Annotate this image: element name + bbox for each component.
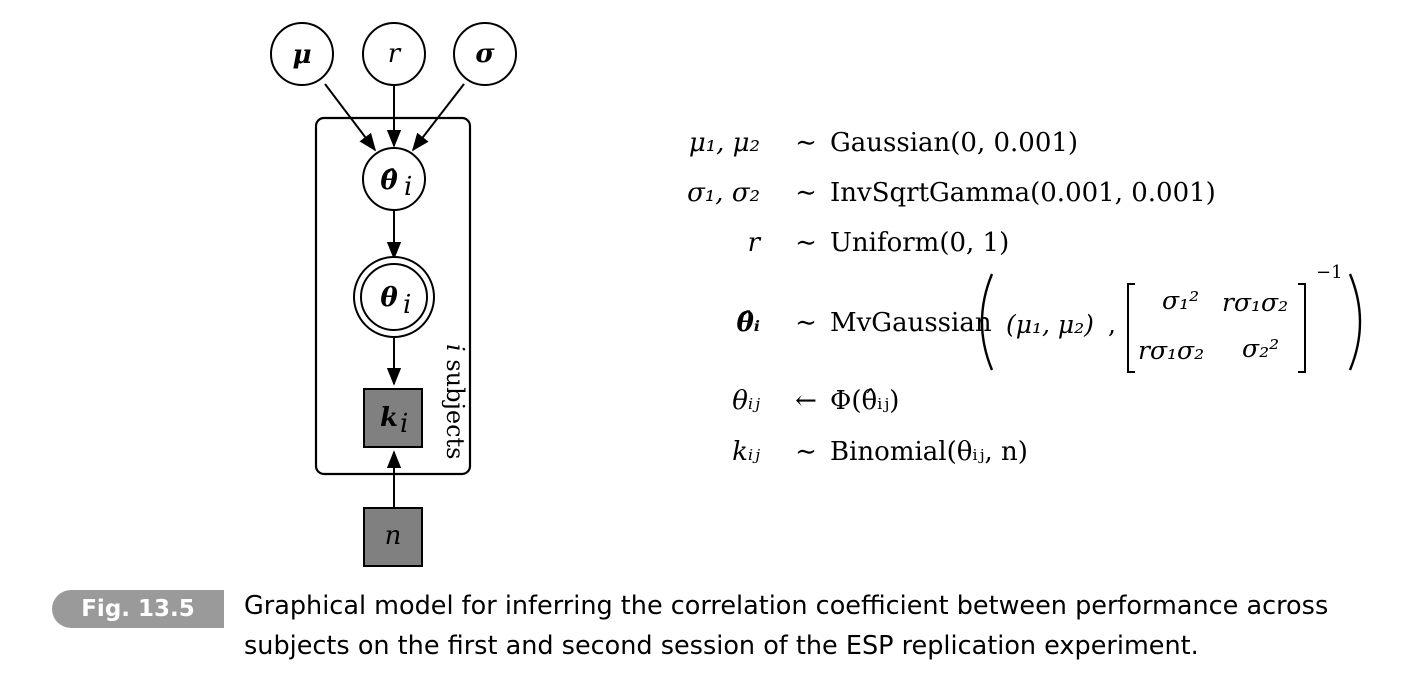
svg-text:i: i	[404, 172, 412, 202]
equation-theta-lhs: θᵢⱼ	[732, 386, 760, 416]
equation-k-lhs: kᵢⱼ	[732, 437, 760, 467]
node-r: r	[362, 22, 426, 86]
equation-sigma-rhs: InvSqrtGamma(0.001, 0.001)	[830, 178, 1216, 208]
equation-k: kᵢⱼ ∼ Binomial(θᵢⱼ, n)	[640, 437, 1400, 477]
equation-k-rhs: Binomial(θᵢⱼ, n)	[830, 437, 1028, 467]
equation-k-op: ∼	[795, 437, 817, 467]
node-k: k i	[363, 388, 423, 448]
equation-r-op: ∼	[795, 228, 817, 258]
svg-text:i: i	[400, 409, 408, 439]
equation-r-lhs: r	[747, 228, 760, 258]
edge-mu-thetahat	[324, 83, 377, 152]
equation-theta-rhs: Φ(θ̂ᵢⱼ)	[830, 386, 900, 416]
matrix-a12: rσ₁σ₂	[1222, 288, 1289, 317]
equation-mu-rhs: Gaussian(0, 0.001)	[830, 128, 1079, 158]
equation-theta-hat-op: ∼	[795, 308, 817, 338]
plate-label: i subjects	[441, 344, 469, 460]
node-sigma: σ	[453, 22, 517, 86]
equation-theta-hat-prefix: MvGaussian	[830, 308, 992, 338]
equation-mu-op: ∼	[795, 128, 817, 158]
equation-sigma-lhs: σ₁, σ₂	[687, 178, 760, 208]
equation-mu: μ₁, μ₂ ∼ Gaussian(0, 0.001)	[640, 128, 1400, 168]
figure-caption: Graphical model for inferring the correl…	[244, 591, 1329, 661]
svg-text:i: i	[403, 290, 411, 320]
graphical-model: i subjects μ r σ θ̂ i θ i k i n	[270, 22, 517, 567]
equation-sigma: σ₁, σ₂ ∼ InvSqrtGamma(0.001, 0.001)	[640, 178, 1400, 218]
equation-sigma-op: ∼	[795, 178, 817, 208]
plate-label-text: subjects	[441, 352, 469, 460]
node-mu: μ	[270, 22, 334, 86]
mvgaussian-args: (μ₁, μ₂) , σ₁² rσ₁σ₂ rσ₁σ₂ σ₂² −1	[830, 262, 1390, 382]
node-theta: θ i	[353, 256, 435, 338]
equation-theta-hat: θ̂ᵢ ∼ MvGaussian	[640, 308, 1400, 348]
equation-r: r ∼ Uniform(0, 1)	[640, 228, 1400, 268]
node-theta-hat: θ̂ i	[362, 147, 426, 211]
svg-text:μ: μ	[292, 40, 311, 70]
equation-theta: θᵢⱼ ← Φ(θ̂ᵢⱼ)	[640, 386, 1400, 426]
plate-label-var: i	[441, 344, 469, 352]
svg-text:k: k	[380, 403, 398, 433]
matrix-a22: σ₂²	[1242, 334, 1280, 363]
svg-text:n: n	[385, 521, 402, 551]
matrix-exponent: −1	[1316, 262, 1343, 283]
svg-text:θ̂: θ̂	[380, 166, 398, 196]
equation-theta-op: ←	[795, 386, 817, 416]
equation-theta-hat-lhs: θ̂ᵢ	[736, 308, 760, 338]
svg-text:i subjects: i subjects	[441, 344, 469, 460]
matrix-brackets	[980, 273, 1362, 373]
edge-sigma-thetahat	[411, 83, 465, 152]
mean-comma: ,	[1108, 310, 1116, 339]
matrix-a11: σ₁²	[1162, 286, 1200, 315]
svg-text:σ: σ	[475, 39, 495, 69]
equation-mu-lhs: μ₁, μ₂	[688, 128, 760, 158]
matrix-a21: rσ₁σ₂	[1138, 336, 1205, 365]
svg-text:θ: θ	[380, 283, 398, 313]
svg-text:r: r	[388, 39, 402, 69]
node-n: n	[363, 507, 423, 567]
equation-r-rhs: Uniform(0, 1)	[830, 228, 1010, 258]
mean-vector: (μ₁, μ₂)	[1006, 310, 1094, 339]
figure-tag: Fig. 13.5	[52, 590, 224, 628]
